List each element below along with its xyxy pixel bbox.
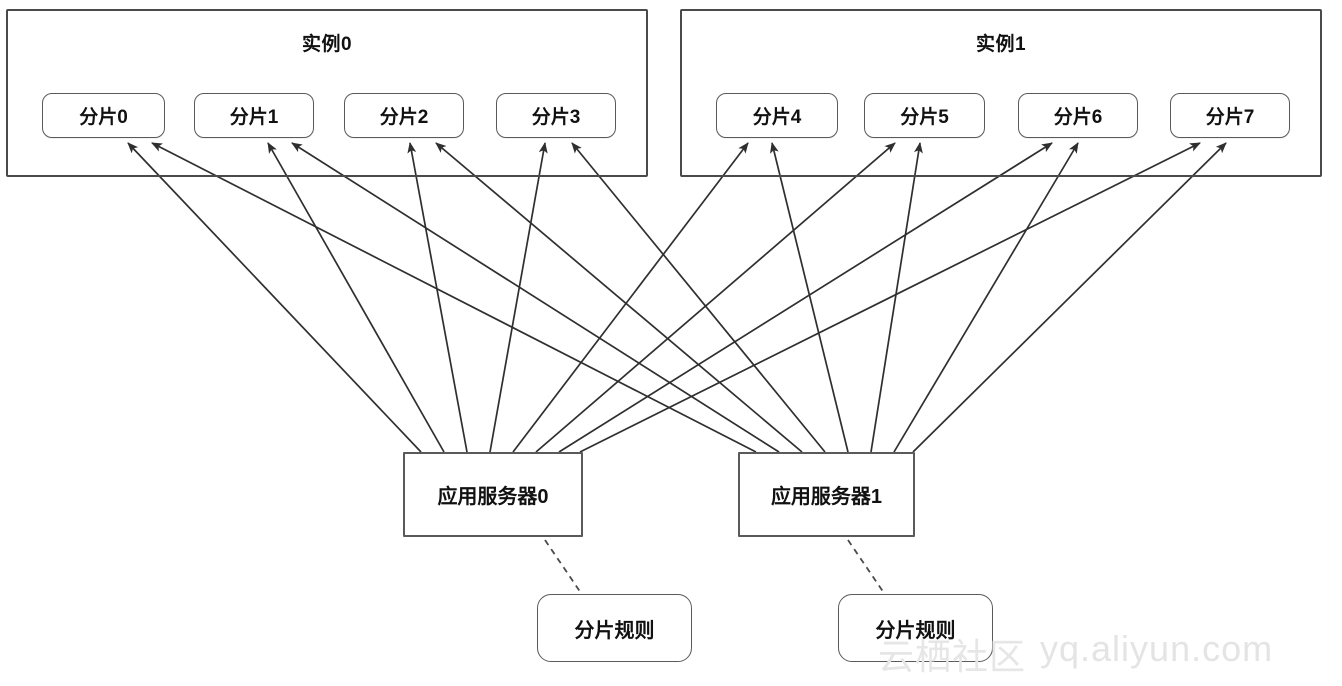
connector [912, 142, 1227, 453]
shard-node-4[interactable]: 分片4 [716, 93, 838, 138]
connector [544, 539, 584, 597]
app-server-node-0[interactable]: 应用服务器0 [403, 452, 583, 537]
instance-box-0: 实例0 [6, 9, 648, 177]
watermark-site-name: 云栖社区 [878, 636, 1027, 677]
connector [870, 142, 923, 453]
connector [435, 142, 803, 453]
connector [770, 142, 849, 453]
sharding-rule-node-1[interactable]: 分片规则 [838, 594, 993, 662]
shard-node-1[interactable]: 分片1 [194, 93, 314, 138]
connector [893, 142, 1079, 453]
connector [151, 142, 757, 453]
connector [291, 142, 780, 453]
shard-node-7[interactable]: 分片7 [1170, 93, 1290, 138]
connector [579, 142, 1201, 453]
rule-dashed-links [544, 539, 887, 597]
instance-title: 实例1 [975, 34, 1027, 55]
connector-arrows [127, 142, 1227, 453]
shard-node-6[interactable]: 分片6 [1018, 93, 1138, 138]
instance-box-1: 实例1 [680, 9, 1322, 177]
connector [847, 539, 887, 597]
connector [571, 142, 826, 453]
connector [407, 142, 468, 453]
connector [267, 142, 445, 453]
connector [535, 142, 896, 453]
connector [558, 142, 1053, 453]
watermark-url: yq.aliyun.com [1040, 628, 1274, 669]
shard-node-5[interactable]: 分片5 [864, 93, 985, 138]
shard-node-2[interactable]: 分片2 [344, 93, 464, 138]
shard-node-0[interactable]: 分片0 [42, 93, 165, 138]
connector [512, 142, 749, 453]
instance-title: 实例0 [301, 34, 353, 55]
app-server-node-1[interactable]: 应用服务器1 [738, 452, 915, 537]
shard-node-3[interactable]: 分片3 [496, 93, 616, 138]
connector [127, 142, 422, 453]
sharding-rule-node-0[interactable]: 分片规则 [537, 594, 692, 662]
connector [489, 142, 548, 453]
